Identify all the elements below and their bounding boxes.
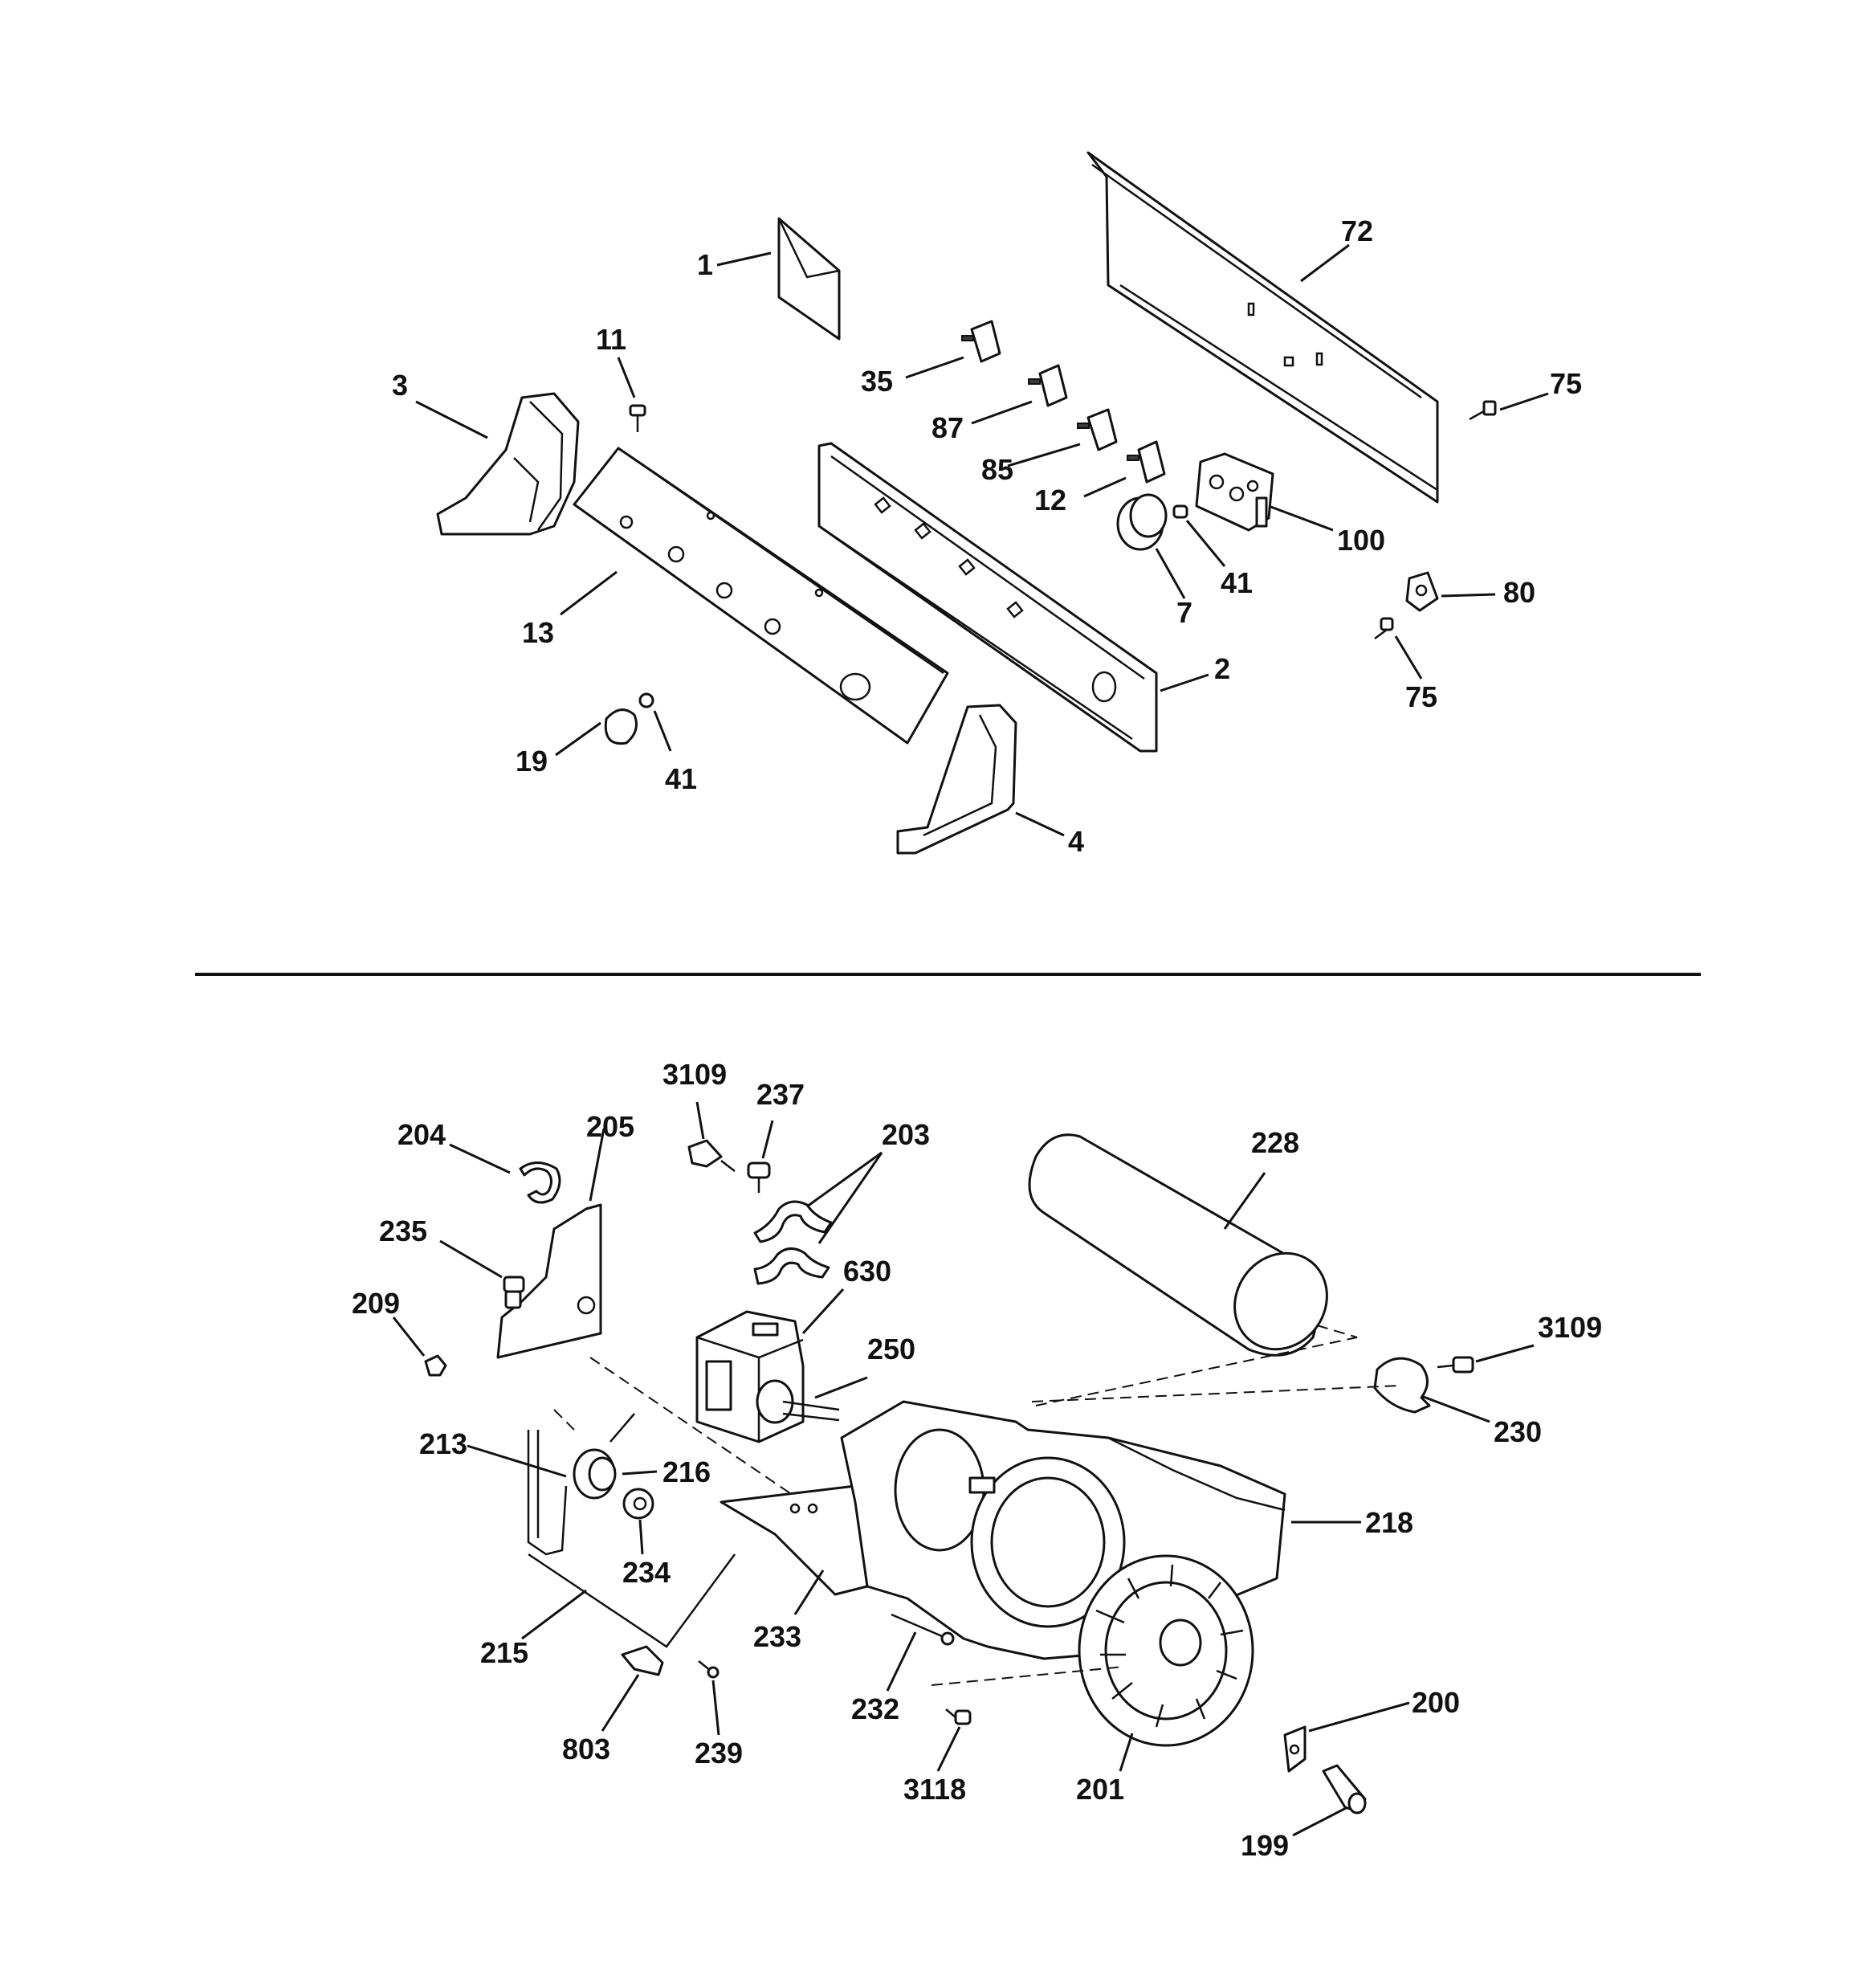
label-part-234: 234 <box>622 1556 671 1589</box>
label-part-235: 235 <box>379 1214 427 1247</box>
part-41-clip-upper <box>1172 504 1226 567</box>
label-part-232: 232 <box>851 1692 899 1725</box>
part-213-motor-switch <box>467 1430 568 1556</box>
label-part-13: 13 <box>522 616 554 649</box>
part-205-motor-bracket <box>496 1128 605 1359</box>
part-85-switch <box>1007 408 1118 467</box>
part-234-pulley <box>622 1488 654 1555</box>
part-803-terminal <box>601 1645 664 1732</box>
part-230-duct-bracket <box>1373 1357 1490 1423</box>
part-237-screw <box>747 1120 774 1193</box>
label-part-35: 35 <box>861 365 893 398</box>
part-216-idler-pulley <box>573 1413 658 1500</box>
part-41-lamp-lower <box>638 692 672 752</box>
part-2-panel-support-channel <box>817 442 1209 753</box>
part-7-knob <box>1116 493 1186 599</box>
part-19-indicator-lens <box>555 708 638 757</box>
label-part-199: 199 <box>1241 1829 1289 1862</box>
part-35-switch <box>905 320 1001 379</box>
part-72-backsplash-rear-panel <box>1086 151 1439 504</box>
part-3109-screw-left <box>687 1101 736 1172</box>
label-part-11: 11 <box>596 323 626 356</box>
label-part-803: 803 <box>562 1733 610 1766</box>
label-part-87: 87 <box>932 411 964 444</box>
control-panel-assembly: 1 72 11 3 35 75 87 85 12 100 41 7 80 13 … <box>392 151 1582 858</box>
label-part-72: 72 <box>1341 214 1373 247</box>
part-3-end-cap-left <box>415 392 580 536</box>
label-part-85: 85 <box>981 453 1013 486</box>
part-3109-screw-right <box>1437 1344 1535 1374</box>
part-209-nut <box>392 1316 447 1377</box>
label-part-200: 200 <box>1412 1686 1460 1719</box>
label-part-237: 237 <box>756 1078 805 1111</box>
label-part-75-upper: 75 <box>1550 367 1582 400</box>
label-part-12: 12 <box>1034 484 1066 516</box>
label-part-3109-right: 3109 <box>1538 1311 1602 1344</box>
part-200-clip <box>1283 1701 1410 1773</box>
label-part-201: 201 <box>1076 1773 1124 1806</box>
label-part-228: 228 <box>1251 1126 1299 1159</box>
part-218-blower-housing <box>840 1385 1402 1660</box>
label-part-4: 4 <box>1068 825 1084 858</box>
label-part-2: 2 <box>1214 652 1230 685</box>
part-3118-screw <box>936 1708 972 1772</box>
label-part-7: 7 <box>1176 596 1192 629</box>
motor-blower-assembly: 3109 237 203 204 205 228 235 630 209 250… <box>352 1058 1602 1862</box>
label-part-19: 19 <box>516 745 548 778</box>
part-228-exhaust-duct <box>1028 1133 1358 1406</box>
part-204-clip <box>449 1143 561 1204</box>
label-part-3109-left: 3109 <box>662 1058 727 1091</box>
label-part-630: 630 <box>843 1255 891 1288</box>
part-201-blower-wheel <box>931 1554 1254 1772</box>
part-232-pin <box>886 1613 955 1692</box>
label-part-216: 216 <box>662 1455 711 1488</box>
part-233-motor-mount <box>720 1484 869 1615</box>
label-part-41-upper: 41 <box>1221 566 1253 599</box>
part-199-screw <box>1292 1764 1367 1837</box>
label-part-239: 239 <box>695 1737 743 1770</box>
part-13-control-panel-front <box>560 447 949 745</box>
label-part-100: 100 <box>1337 524 1385 557</box>
label-part-3: 3 <box>392 369 408 402</box>
label-part-41-lower: 41 <box>665 762 697 795</box>
label-part-1: 1 <box>697 248 713 281</box>
part-11-screw <box>617 357 646 432</box>
part-100-timer <box>1195 452 1334 532</box>
part-1-envelope <box>716 217 841 341</box>
part-87-switch <box>971 364 1068 425</box>
part-75-screw-upper <box>1469 392 1549 421</box>
label-part-75-lower: 75 <box>1405 680 1437 713</box>
label-part-233: 233 <box>753 1620 801 1653</box>
label-part-3118: 3118 <box>903 1773 966 1806</box>
label-part-80: 80 <box>1503 576 1535 609</box>
part-250-shaft <box>756 1376 868 1424</box>
label-part-218: 218 <box>1365 1506 1413 1539</box>
label-part-205: 205 <box>586 1110 634 1143</box>
part-239-screw <box>698 1660 720 1736</box>
part-75-screw-lower <box>1374 617 1423 680</box>
label-part-215: 215 <box>480 1636 528 1669</box>
part-215-idler-arm <box>521 1357 804 1648</box>
part-4-end-cap-right <box>896 704 1065 855</box>
part-80-bracket <box>1405 571 1496 612</box>
label-part-204: 204 <box>397 1118 446 1151</box>
part-12-switch <box>1083 440 1166 498</box>
part-203-clamps <box>753 1151 883 1285</box>
label-part-203: 203 <box>882 1118 930 1151</box>
label-part-213: 213 <box>419 1427 467 1460</box>
label-part-250: 250 <box>867 1333 915 1365</box>
part-235-screw <box>439 1239 525 1309</box>
label-part-209: 209 <box>352 1287 400 1320</box>
label-part-230: 230 <box>1494 1415 1542 1448</box>
